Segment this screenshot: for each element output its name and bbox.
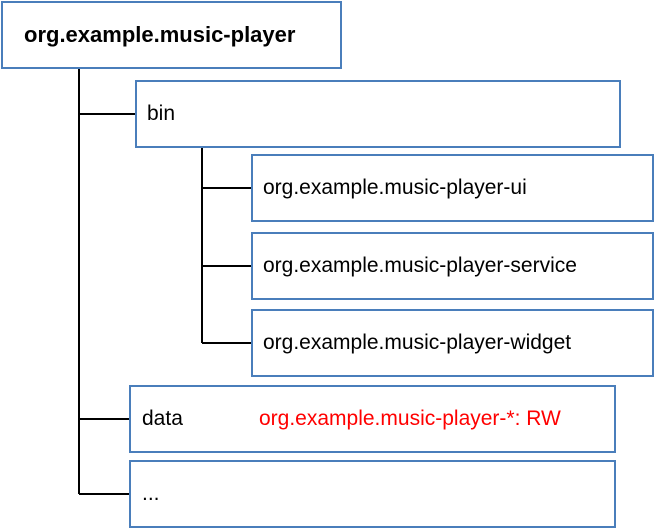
root-package-label: org.example.music-player: [24, 22, 296, 47]
bin-folder-label: bin: [147, 102, 176, 125]
data-folder-label: data: [142, 407, 183, 430]
service-package-node: org.example.music-player-service: [251, 232, 654, 300]
widget-package-node: org.example.music-player-widget: [251, 309, 654, 377]
ui-package-label: org.example.music-player-ui: [263, 176, 527, 199]
bin-folder-node: bin: [135, 80, 621, 148]
service-package-label: org.example.music-player-service: [263, 254, 577, 277]
root-package-node: org.example.music-player: [1, 1, 342, 69]
data-folder-node: data org.example.music-player-*: RW: [129, 385, 616, 453]
more-entries-label: ...: [142, 482, 160, 505]
more-entries-node: ...: [129, 460, 616, 528]
ui-package-node: org.example.music-player-ui: [251, 154, 654, 222]
widget-package-label: org.example.music-player-widget: [263, 331, 572, 354]
data-permission-note: org.example.music-player-*: RW: [259, 407, 561, 430]
